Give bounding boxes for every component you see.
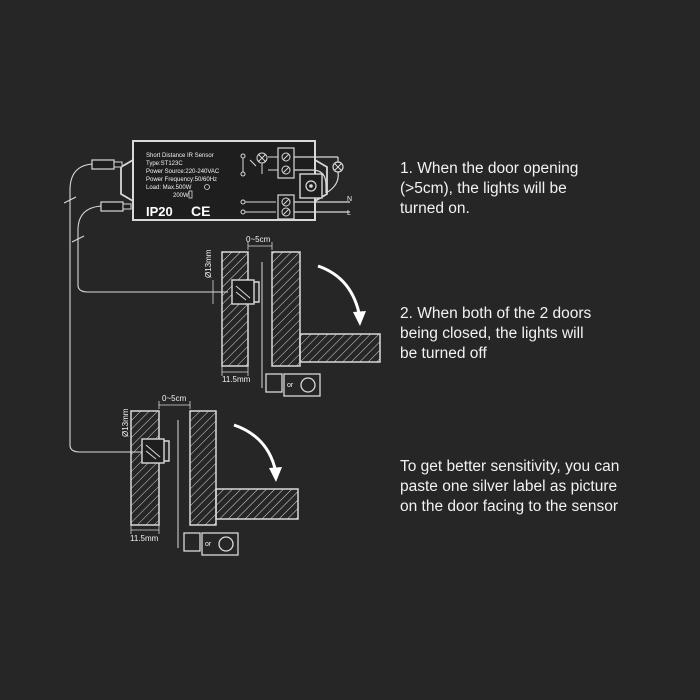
sensor-power-source: Power Source:220-240VAC xyxy=(146,169,220,175)
depth-label-bottom: 11.5mm xyxy=(130,534,159,543)
input-terminal-block xyxy=(277,194,295,220)
terminal-n-label: N xyxy=(347,196,352,203)
door-swing-arrow-bottom xyxy=(233,423,278,474)
mains-input-wiring xyxy=(294,201,350,213)
door-detail-bottom xyxy=(130,401,299,556)
ir-sensor-head-bottom xyxy=(141,438,170,464)
sensor-connector-top xyxy=(91,159,123,170)
sensor-load: Load: Max.500W xyxy=(146,185,192,191)
lamp-cross-2 xyxy=(334,163,342,171)
silver-label-square-icon xyxy=(265,373,283,393)
lamp-load-wiring xyxy=(294,156,339,194)
note-sensitivity-tip: To get better sensitivity, you can paste… xyxy=(400,457,619,517)
door-detail-top xyxy=(212,242,381,397)
silver-label-round-icon-bottom xyxy=(218,536,234,552)
gap-label-bottom: 0~5cm xyxy=(162,394,187,403)
sensor-power-frequency: Power Frequency:50/60Hz xyxy=(146,177,217,183)
output-terminal-block xyxy=(277,147,295,179)
note-line: 1. When the door opening xyxy=(400,160,579,177)
ir-sensor-head xyxy=(231,279,260,305)
silver-label-round-icon xyxy=(300,377,316,393)
note-line: To get better sensitivity, you can xyxy=(400,458,620,475)
or-label-top: or xyxy=(287,382,294,389)
silver-label-frame xyxy=(283,373,321,397)
sensor-load-led: 200W xyxy=(173,193,189,199)
note-line: (>5cm), the lights will be xyxy=(400,180,567,197)
arrow-head-icon xyxy=(353,311,366,326)
note-line: being closed, the lights will xyxy=(400,325,584,342)
sensor-cables xyxy=(63,163,228,453)
sensor-control-box: Short Distance IR Sensor Type:ST123C Pow… xyxy=(120,140,328,221)
sensor-title: Short Distance IR Sensor xyxy=(146,153,214,159)
note-line: on the door facing to the sensor xyxy=(400,498,619,515)
note-doors-closed: 2. When both of the 2 doors being closed… xyxy=(400,304,591,364)
note-line: turned on. xyxy=(400,200,470,217)
gap-label-top: 0~5cm xyxy=(246,235,271,244)
note-line: be turned off xyxy=(400,345,487,362)
diameter-label-bottom: Ø13mm xyxy=(121,408,130,437)
note-line: 2. When both of the 2 doors xyxy=(400,305,592,322)
internal-wiring xyxy=(240,152,278,215)
ce-mark: CE xyxy=(191,203,210,219)
note-line: paste one silver label as picture xyxy=(400,478,618,495)
sensor-type: Type:ST123C xyxy=(146,161,183,167)
silver-label-frame-bottom xyxy=(201,532,239,556)
lamp-icon xyxy=(332,161,344,173)
bulb-icon xyxy=(204,184,210,190)
or-label-bottom: or xyxy=(205,541,212,548)
silver-label-square-icon-bottom xyxy=(183,532,201,552)
cable-gland-icon xyxy=(299,173,323,199)
door-swing-arrow xyxy=(317,264,362,319)
ip-rating: IP20 xyxy=(146,204,173,219)
diameter-label-top: Ø13mm xyxy=(204,249,213,278)
led-icon xyxy=(188,190,193,199)
sensor-connector-bottom xyxy=(100,201,132,212)
depth-label-top: 11.5mm xyxy=(222,375,251,384)
terminal-l-label: L xyxy=(347,210,351,217)
arrow-head-icon-bottom xyxy=(269,467,282,482)
note-door-open: 1. When the door opening (>5cm), the lig… xyxy=(400,159,578,219)
